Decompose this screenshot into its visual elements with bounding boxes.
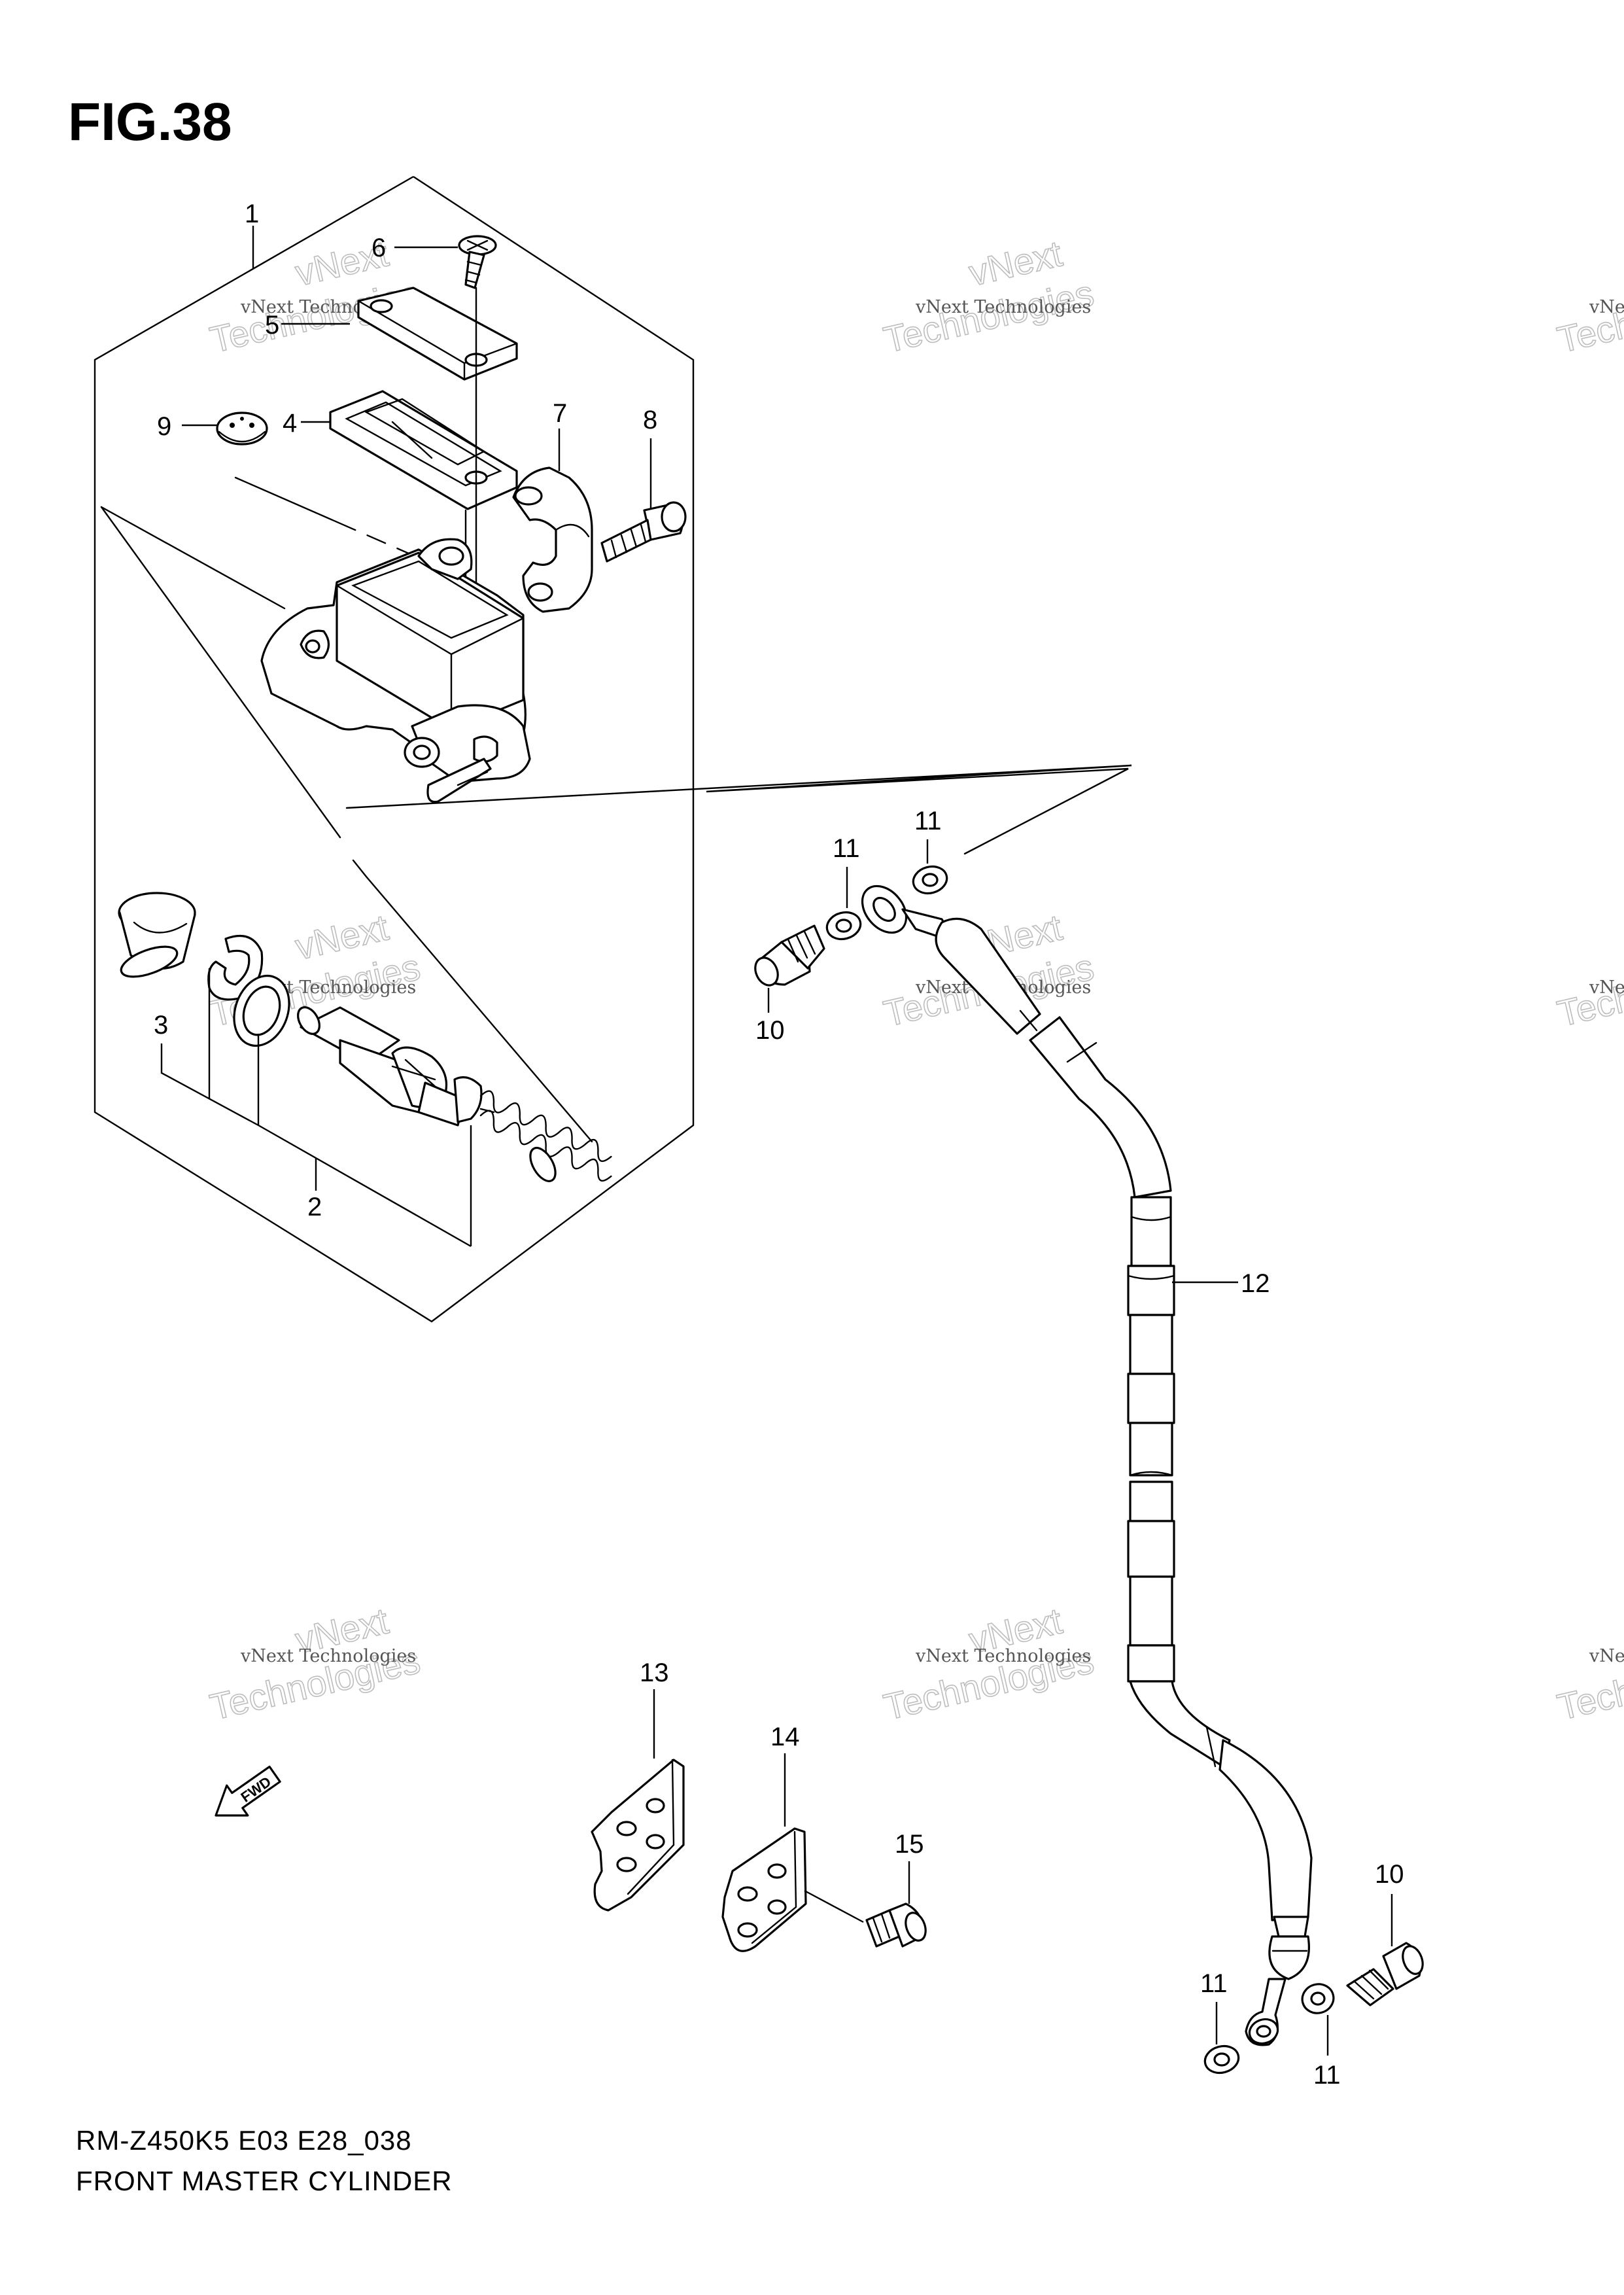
- figure-title: FIG.38: [68, 92, 232, 152]
- callout-11b: 11: [914, 807, 942, 835]
- svg-text:vNext Technologies: vNext Technologies: [915, 1646, 1091, 1666]
- callout-1: 1: [245, 200, 259, 228]
- svg-text:vNext Technologies: vNext Technologies: [1589, 1646, 1624, 1666]
- callout-14: 14: [770, 1723, 800, 1751]
- clamp-bolt-part-8: [600, 438, 687, 563]
- brake-hose-part-12: [861, 885, 1313, 2046]
- rubber-cap-part-9: [182, 412, 268, 446]
- sealing-washer-part-11-c: [1203, 2002, 1240, 2075]
- callout-7: 7: [553, 399, 567, 428]
- hose-guide-part-14: [721, 1753, 864, 1952]
- callout-12: 12: [1241, 1269, 1270, 1298]
- master-cylinder-body: [260, 538, 531, 803]
- return-spring: [479, 1090, 612, 1182]
- callout-4: 4: [283, 409, 297, 438]
- callout-2: 2: [307, 1193, 322, 1221]
- watermark: Technologies vNext: [879, 232, 1097, 360]
- callout-15: 15: [895, 1830, 924, 1859]
- callout-11d: 11: [1313, 2061, 1341, 2090]
- sealing-washer-part-11-b: [912, 839, 948, 895]
- guide-bolt-part-15: [865, 1861, 927, 1948]
- piston-part-2: [297, 1006, 495, 1127]
- callout-leaders-lower: [160, 968, 472, 1248]
- reservoir-cap-part-5: [281, 287, 518, 381]
- svg-text:vNext Technologies: vNext Technologies: [1589, 297, 1624, 317]
- holder-clamp-part-7: [512, 429, 593, 613]
- hose-guide-part-13: [591, 1689, 685, 1912]
- assembly-outline: [94, 175, 695, 1323]
- union-bolt-part-10-b: [1346, 1894, 1424, 2006]
- callout-5: 5: [265, 311, 279, 340]
- screw-part-6: [394, 235, 497, 289]
- boot-part-3: [118, 892, 196, 978]
- union-bolt-part-10-a: [754, 924, 825, 1013]
- model-code: RM-Z450K5 E03 E28_038: [76, 2125, 412, 2156]
- diaphragm-part-4: [301, 390, 518, 510]
- seal-ring: [233, 974, 290, 1047]
- callout-9: 9: [157, 412, 171, 441]
- callout-6: 6: [371, 234, 386, 262]
- callout-labels: 1 2 3 4 5 6 7 8 9 10 10 11 11 11 11 12 1…: [154, 200, 1404, 2090]
- callout-10b: 10: [1375, 1860, 1404, 1889]
- svg-text:vNext Technologies: vNext Technologies: [240, 1646, 416, 1666]
- forward-arrow-icon: FWD: [215, 1765, 281, 1817]
- sealing-washer-part-11-a: [825, 867, 862, 941]
- svg-text:vNext Technologies: vNext Technologies: [1589, 977, 1624, 998]
- callout-10a: 10: [755, 1016, 785, 1045]
- figure-caption: FRONT MASTER CYLINDER: [76, 2165, 453, 2196]
- callout-11a: 11: [833, 834, 860, 863]
- callout-13: 13: [640, 1658, 669, 1687]
- sealing-washer-part-11-d: [1301, 1983, 1335, 2056]
- callout-3: 3: [154, 1011, 168, 1040]
- callout-8: 8: [643, 406, 657, 434]
- callout-11c: 11: [1200, 1969, 1228, 1998]
- svg-text:vNext Technologies: vNext Technologies: [915, 297, 1091, 317]
